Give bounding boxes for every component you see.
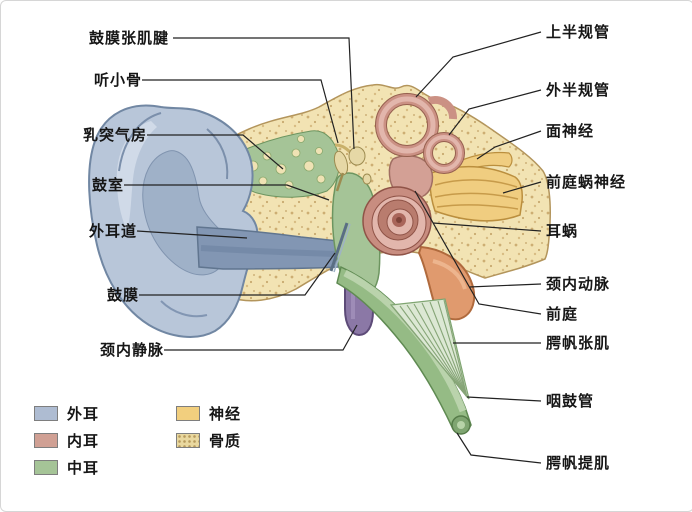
label-tensor-veli-palatini: 腭帆张肌 xyxy=(546,334,611,352)
line-facial-nerve xyxy=(476,130,542,160)
cochlea-shape xyxy=(362,183,432,256)
legend-swatch-nerve xyxy=(176,406,200,421)
line-tympanic-cavity xyxy=(124,184,330,201)
legend-swatch-inner-ear xyxy=(34,433,58,448)
semicircular-canals-shape xyxy=(375,93,465,174)
legend-item-outer-ear: 外耳 xyxy=(34,403,99,424)
legend-label-outer-ear: 外耳 xyxy=(67,405,100,423)
nerve-bundle-shape xyxy=(429,151,523,222)
legend-swatch-outer-ear xyxy=(34,406,58,421)
label-ossicles: 听小骨 xyxy=(93,71,142,89)
mastoid-air-cells-shape xyxy=(233,130,340,198)
legend-swatch-bone xyxy=(176,433,200,448)
ossicles-shape xyxy=(333,143,372,192)
label-superior-semicircular-canal: 上半规管 xyxy=(546,23,611,41)
label-eustachian-tube: 咽鼓管 xyxy=(546,392,595,410)
legend-label-inner-ear: 内耳 xyxy=(67,432,100,450)
line-vestibule xyxy=(414,190,542,315)
line-tympanic-membrane xyxy=(139,252,336,296)
pinna-shape xyxy=(88,104,259,338)
line-mastoid-air-cells xyxy=(147,134,284,170)
line-internal-jugular-vein xyxy=(164,324,358,351)
line-levator-veli-palatini xyxy=(456,432,542,464)
label-tympanic-cavity: 鼓室 xyxy=(91,176,124,194)
line-superior-semicircular-canal xyxy=(415,31,542,98)
legend-item-nerve: 神经 xyxy=(176,403,241,424)
line-vestibulocochlear-nerve xyxy=(502,181,542,194)
label-cochlea: 耳蜗 xyxy=(546,222,579,240)
line-external-auditory-canal xyxy=(136,230,248,239)
legend-item-inner-ear: 内耳 xyxy=(34,430,99,451)
label-internal-carotid-artery: 颈内动脉 xyxy=(546,275,611,293)
legend-label-middle-ear: 中耳 xyxy=(67,459,100,477)
label-tympanic-membrane: 鼓膜 xyxy=(106,286,139,304)
line-cochlea xyxy=(432,222,542,232)
label-tensor-tympani-tendon: 鼓膜张肌腱 xyxy=(88,29,169,47)
carotid-artery-shape xyxy=(417,245,476,321)
tensor-fan-shape xyxy=(389,298,470,400)
line-lateral-semicircular-canal xyxy=(448,89,542,136)
label-internal-jugular-vein: 颈内静脉 xyxy=(99,341,164,359)
legend-item-bone: 骨质 xyxy=(176,430,241,451)
tympanic-membrane-shape xyxy=(329,222,351,273)
line-internal-carotid-artery xyxy=(468,283,542,288)
line-eustachian-tube xyxy=(466,396,542,402)
legend-item-middle-ear: 中耳 xyxy=(34,457,99,478)
legend-swatch-middle-ear xyxy=(34,460,58,475)
label-vestibule: 前庭 xyxy=(546,305,579,323)
label-lateral-semicircular-canal: 外半规管 xyxy=(546,81,611,99)
legend-label-nerve: 神经 xyxy=(209,405,242,423)
label-external-auditory-canal: 外耳道 xyxy=(88,222,137,240)
label-levator-veli-palatini: 腭帆提肌 xyxy=(546,454,611,472)
label-mastoid-air-cells: 乳突气房 xyxy=(82,126,147,144)
legend-label-bone: 骨质 xyxy=(209,432,242,450)
leader-lines xyxy=(124,31,542,464)
label-facial-nerve: 面神经 xyxy=(546,122,595,140)
line-ossicles xyxy=(142,79,339,144)
label-vestibulocochlear-nerve: 前庭蜗神经 xyxy=(546,173,627,191)
line-tensor-tympani-tendon xyxy=(173,37,355,150)
